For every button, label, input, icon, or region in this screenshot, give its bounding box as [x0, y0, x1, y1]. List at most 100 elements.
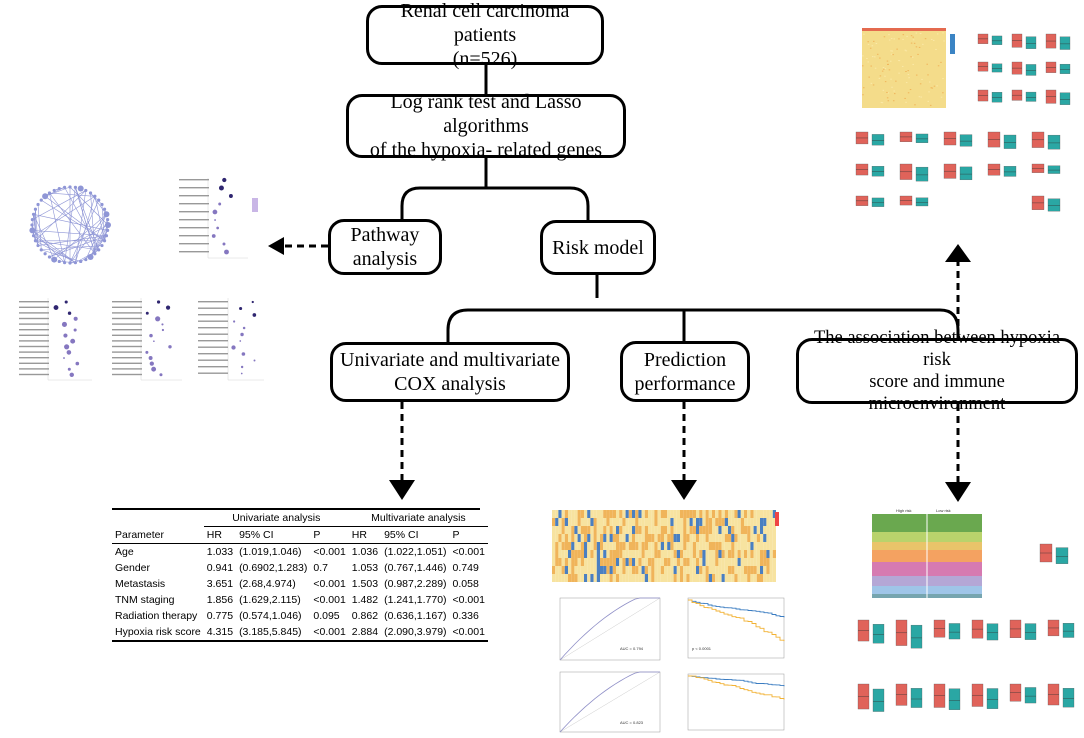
- value-cell: (1.241,1.770): [384, 594, 447, 606]
- value-cell: (1.022,1.051): [384, 546, 447, 558]
- value-cell: 0.941: [206, 562, 234, 574]
- node-cox-line2: COX analysis: [394, 373, 506, 395]
- parameter-cell: Hypoxia risk score: [112, 624, 204, 642]
- node-pathway-line1: Pathway: [350, 224, 420, 246]
- value-cell: <0.001: [313, 578, 346, 590]
- value-cell: 0.775: [206, 610, 234, 622]
- column-header: P: [449, 526, 488, 544]
- value-cell: 0.336: [452, 610, 479, 622]
- column-header: HR: [348, 526, 382, 544]
- column-header: P: [310, 526, 349, 544]
- parameter-cell: TNM staging: [115, 594, 175, 606]
- value-cell: (0.636,1.167): [384, 610, 447, 622]
- edge-lasso-split: [400, 186, 590, 228]
- value-cell: <0.001: [313, 546, 346, 558]
- node-prediction-line1: Prediction: [643, 348, 727, 371]
- value-cell: <0.001: [449, 624, 488, 642]
- node-lasso-line2: of the hypoxia- related genes: [369, 139, 603, 161]
- value-cell: (3.185,5.845): [236, 624, 311, 642]
- roc-auc-label-2: AUC = 0.823: [620, 720, 644, 725]
- value-cell: <0.001: [313, 594, 346, 606]
- table-row: Age 1.033 (1.019,1.046) <0.001 1.036 (1.022,1…: [112, 544, 488, 561]
- node-patients: Renal cell carcinoma patients(n=526): [366, 0, 604, 70]
- value-cell: 2.884: [348, 624, 382, 642]
- value-cell: 3.651: [206, 578, 234, 590]
- column-header: 95% CI: [381, 526, 450, 544]
- low-risk-label: Low risk: [936, 508, 951, 513]
- node-lasso-line1: Log rank test and Lasso algorithms: [390, 91, 582, 137]
- node-risk-model-label: Risk model: [552, 236, 644, 259]
- go-bubble-thumbnail-3: [188, 290, 268, 390]
- immune-cell-boxplot-grid: [852, 600, 1082, 736]
- column-header: 95% CI: [236, 526, 311, 544]
- km-curve-thumbnail-1: p < 0.0001: [676, 592, 788, 668]
- node-cox-line1: Univariate and multivariate: [340, 349, 560, 371]
- parameter-cell: Age: [115, 546, 134, 558]
- value-cell: (0.767,1.446): [384, 562, 447, 574]
- value-cell: 1.036: [351, 546, 379, 558]
- go-bubble-thumbnail-2: [96, 290, 186, 390]
- column-header: HR: [203, 526, 237, 544]
- immune-heatmap-thumbnail: [848, 24, 966, 110]
- value-cell: (2.090,3.979): [381, 624, 450, 642]
- cox-table: Univariate analysis Multivariate analysi…: [112, 508, 488, 642]
- value-cell: 1.482: [351, 594, 379, 606]
- node-patients-line1: Renal cell carcinoma patients: [400, 0, 570, 46]
- node-pathway-line2: analysis: [352, 248, 418, 270]
- value-cell: (0.574,1.046): [239, 610, 302, 622]
- value-cell: (0.6902,1.283): [239, 562, 308, 574]
- immune-stacked-bar-thumbnail: High risk Low risk: [852, 506, 1022, 598]
- high-risk-label: High risk: [896, 508, 912, 513]
- node-immune-line2: score and immune microenvironment: [868, 372, 1006, 415]
- value-cell: (1.629,2.115): [239, 594, 301, 606]
- table-row: Gender 0.941 (0.6902,1.283) 0.7 1.053 (0.767,…: [112, 560, 488, 576]
- value-cell: (2.68,4.974): [239, 578, 296, 590]
- value-cell: <0.001: [452, 594, 485, 606]
- km-curve-thumbnail-2: [676, 668, 788, 738]
- univariate-header: Univariate analysis: [203, 508, 349, 527]
- value-cell: 1.856: [206, 594, 234, 606]
- multivariate-header: Multivariate analysis: [348, 508, 488, 527]
- cytokine-boxplot-grid: [848, 112, 1078, 222]
- value-cell: 1.503: [351, 578, 379, 590]
- value-cell: <0.001: [310, 624, 349, 642]
- value-cell: 0.862: [351, 610, 379, 622]
- value-cell: 4.315: [203, 624, 237, 642]
- table-row: Radiation therapy 0.775 (0.574,1.046) 0.095…: [112, 608, 488, 624]
- value-cell: 0.095: [313, 610, 340, 622]
- table-row: TNM staging 1.856 (1.629,2.115) <0.001 1.482…: [112, 592, 488, 608]
- value-cell: 0.749: [452, 562, 479, 574]
- roc-curve-thumbnail-2: AUC = 0.823: [548, 666, 666, 738]
- kegg-bubble-thumbnail: [168, 168, 268, 268]
- node-patients-line2: (n=526): [452, 48, 518, 70]
- pathway-network-thumbnail: [20, 170, 120, 280]
- value-cell: 1.033: [206, 546, 234, 558]
- parameter-cell: Radiation therapy: [115, 610, 198, 622]
- value-cell: 0.058: [452, 578, 479, 590]
- node-risk-model: Risk model: [540, 220, 656, 275]
- roc-auc-label-1: AUC = 0.794: [620, 646, 644, 651]
- value-cell: 0.7: [313, 562, 328, 574]
- value-cell: (1.019,1.046): [239, 546, 302, 558]
- tcell-boxplot-thumbnail: [1030, 508, 1080, 578]
- column-header: Parameter: [112, 526, 204, 544]
- parameter-cell: Gender: [115, 562, 151, 574]
- roc-curve-thumbnail-1: AUC = 0.794: [548, 590, 666, 668]
- immune-boxplot-grid-top: [970, 20, 1078, 112]
- value-cell: 1.053: [351, 562, 379, 574]
- value-cell: <0.001: [452, 546, 485, 558]
- go-bubble-thumbnail-1: [10, 290, 95, 390]
- value-cell: (0.987,2.289): [384, 578, 447, 590]
- node-prediction-line2: performance: [634, 372, 736, 395]
- parameter-cell: Metastasis: [115, 578, 166, 590]
- node-immune-line1: The association between hypoxia risk: [813, 327, 1061, 370]
- table-row: Metastasis 3.651 (2.68,4.974) <0.001 1.503 (0…: [112, 576, 488, 592]
- prediction-heatmap-thumbnail: [544, 504, 794, 584]
